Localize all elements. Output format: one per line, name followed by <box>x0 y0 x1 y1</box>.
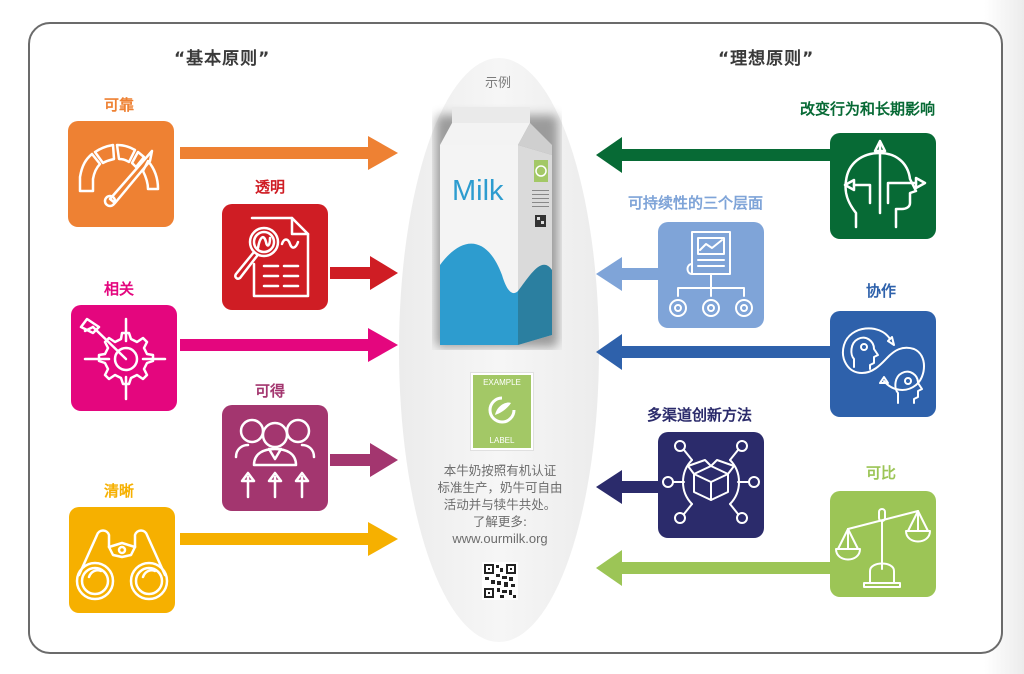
target-gear-icon <box>79 317 167 401</box>
principle-clear <box>69 507 175 613</box>
leaf-cycle-icon <box>488 396 516 424</box>
principle-sustainability <box>658 222 764 328</box>
arrow-behaviour-change <box>596 137 832 173</box>
report-gears-icon <box>669 231 753 317</box>
website-link[interactable]: www.ourmilk.org <box>452 531 548 546</box>
principle-label-reliable: 可靠 <box>104 96 135 114</box>
balance-scale-icon <box>835 508 931 588</box>
principle-accessible <box>222 405 328 511</box>
arrow-accessible <box>330 443 398 477</box>
arrow-comparable <box>596 550 832 586</box>
principle-collaboration <box>830 311 936 417</box>
arrow-relevant <box>180 328 398 362</box>
principle-behaviour-change <box>830 133 936 239</box>
arrow-multichannel <box>596 470 660 504</box>
principle-label-collaboration: 协作 <box>866 282 897 300</box>
label-top-text: EXAMPLE <box>483 378 521 387</box>
people-arrows-icon <box>234 418 316 499</box>
principle-label-behaviour-change: 改变行为和长期影响 <box>800 100 936 118</box>
principle-label-relevant: 相关 <box>104 280 135 298</box>
example-title: 示例 <box>484 76 511 91</box>
principle-label-accessible: 可得 <box>255 382 286 400</box>
principle-comparable <box>830 491 936 597</box>
carton-milk-text: Milk <box>452 175 504 207</box>
example-label-badge: EXAMPLE LABEL <box>471 373 533 450</box>
principle-transparent <box>222 204 328 310</box>
principle-multichannel <box>658 432 764 538</box>
collaborating-heads-icon <box>842 327 925 404</box>
qr-code-icon[interactable] <box>482 562 518 600</box>
arrow-transparent <box>330 256 398 290</box>
principle-label-comparable: 可比 <box>866 464 897 482</box>
principle-label-transparent: 透明 <box>255 178 286 196</box>
heading-ideal-principles: “理想原则” <box>718 49 815 69</box>
description-line: 本牛奶按照有机认证 <box>443 463 557 478</box>
arrow-sustainability <box>596 257 660 291</box>
principle-label-clear: 清晰 <box>104 482 135 500</box>
milk-carton-image: Milk <box>432 95 562 350</box>
network-box-icon <box>662 440 760 524</box>
label-bottom-text: LABEL <box>489 436 515 445</box>
arrow-collaboration <box>596 334 832 370</box>
description-line: 活动并与犊牛共处。 <box>443 497 557 512</box>
principle-reliable <box>68 121 174 227</box>
principle-label-multichannel: 多渠道创新方法 <box>647 406 753 424</box>
head-arrows-icon <box>843 139 927 229</box>
heading-basic-principles: “基本原则” <box>174 49 271 69</box>
arrow-clear <box>180 522 398 556</box>
description-line: 标准生产，奶牛可自由 <box>437 480 563 495</box>
binoculars-icon <box>75 529 169 601</box>
example-description: 本牛奶按照有机认证 标准生产，奶牛可自由 活动并与犊牛共处。 了解更多: www… <box>420 462 580 547</box>
document-magnifier-icon <box>234 216 310 298</box>
arrow-reliable <box>180 136 398 170</box>
principle-relevant <box>71 305 177 411</box>
description-line: 了解更多: <box>472 514 528 529</box>
principle-label-sustainability: 可持续性的三个层面 <box>628 194 764 212</box>
speedometer-icon <box>78 143 160 208</box>
